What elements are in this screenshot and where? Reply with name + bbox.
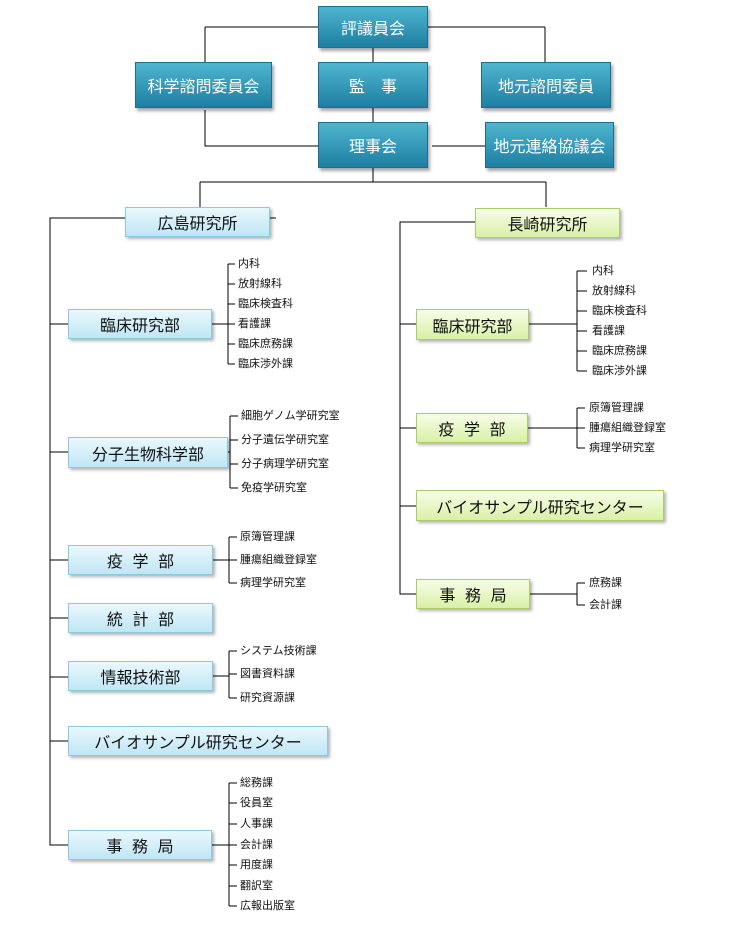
section-bracket bbox=[213, 536, 237, 584]
board-label: 理事会 bbox=[348, 137, 397, 156]
section-bracket bbox=[212, 782, 237, 907]
section-item: 総務課 bbox=[240, 776, 273, 789]
section-item: 臨床渉外課 bbox=[238, 357, 293, 370]
hiroshima-it-box: 情報技術部 bbox=[68, 661, 213, 691]
section-item: 看護課 bbox=[238, 317, 271, 330]
section-item: 免疫学研究室 bbox=[241, 481, 307, 494]
section-item: 臨床検査科 bbox=[592, 304, 647, 317]
section-item: 腫瘍組織登録室 bbox=[589, 421, 666, 434]
auditor-label: 監 事 bbox=[348, 77, 397, 96]
dept-label: 情報技術部 bbox=[100, 668, 181, 687]
governance-connector bbox=[204, 108, 485, 147]
section-item: 会計課 bbox=[240, 838, 273, 851]
nagasaki-admin-box: 事務局 bbox=[416, 579, 530, 609]
hiroshima-molbio-box: 分子生物科学部 bbox=[68, 437, 228, 468]
section-item: 臨床渉外課 bbox=[592, 364, 647, 377]
section-bracket bbox=[530, 582, 585, 606]
local-advisory-label: 地元諮問委員 bbox=[497, 77, 594, 96]
hiroshima-epi-box: 疫学部 bbox=[68, 545, 213, 575]
section-item: 原簿管理課 bbox=[589, 401, 644, 414]
local-liaison-box: 地元連絡協議会 bbox=[485, 122, 614, 168]
section-item: 用度課 bbox=[240, 858, 273, 871]
science-advisory-label: 科学諮問委員会 bbox=[147, 77, 260, 96]
local-liaison-label: 地元連絡協議会 bbox=[493, 137, 606, 156]
dept-label: 統計部 bbox=[106, 610, 184, 629]
nagasaki-branch bbox=[400, 323, 416, 507]
dept-label: 事務局 bbox=[106, 837, 184, 856]
hiroshima-trunk bbox=[49, 217, 276, 846]
dept-label: 臨床研究部 bbox=[99, 316, 180, 335]
section-item: 翻訳室 bbox=[240, 879, 273, 892]
nagasaki-trunk bbox=[399, 221, 475, 595]
section-item: 内科 bbox=[592, 264, 614, 277]
dept-label: 分子生物科学部 bbox=[91, 444, 204, 464]
auditor-box: 監 事 bbox=[318, 62, 428, 108]
section-item: 放射線科 bbox=[238, 277, 282, 290]
hiroshima-admin-box: 事務局 bbox=[68, 830, 212, 860]
section-bracket bbox=[213, 650, 237, 699]
section-item: 臨床庶務課 bbox=[592, 344, 647, 357]
institute-connector bbox=[199, 168, 547, 207]
nagasaki-title: 長崎研究所 bbox=[507, 215, 588, 234]
hiroshima-institute-box: 広島研究所 bbox=[125, 207, 270, 237]
section-bracket bbox=[529, 270, 587, 372]
section-item: 会計課 bbox=[589, 598, 622, 611]
section-item: 放射線科 bbox=[592, 284, 636, 297]
section-item: 腫瘍組織登録室 bbox=[240, 553, 317, 566]
section-item: 病理学研究室 bbox=[589, 441, 655, 454]
dept-label: バイオサンプル研究センター bbox=[436, 497, 644, 517]
section-item: 原簿管理課 bbox=[240, 530, 295, 543]
section-item: 人事課 bbox=[240, 817, 273, 830]
dept-label: 臨床研究部 bbox=[432, 316, 513, 336]
section-item: 役員室 bbox=[240, 796, 273, 809]
section-item: 分子病理学研究室 bbox=[241, 457, 329, 470]
hiroshima-title: 広島研究所 bbox=[157, 214, 238, 233]
section-item: 庶務課 bbox=[589, 576, 622, 589]
section-item: 臨床庶務課 bbox=[238, 337, 293, 350]
nagasaki-institute-box: 長崎研究所 bbox=[475, 208, 620, 238]
hiroshima-biosample-box: バイオサンプル研究センター bbox=[68, 726, 328, 756]
nagasaki-biosample-box: バイオサンプル研究センター bbox=[416, 490, 664, 521]
dept-label: 疫学部 bbox=[106, 552, 184, 571]
council-label: 評議員会 bbox=[340, 19, 405, 38]
section-bracket bbox=[212, 263, 235, 365]
section-item: 病理学研究室 bbox=[240, 576, 306, 589]
section-item: 看護課 bbox=[592, 324, 625, 337]
section-item: 臨床検査科 bbox=[238, 297, 293, 310]
dept-label: 疫学部 bbox=[438, 420, 516, 439]
section-bracket bbox=[228, 415, 238, 489]
section-item: 研究資源課 bbox=[240, 691, 295, 704]
section-item: 内科 bbox=[238, 257, 260, 270]
science-advisory-box: 科学諮問委員会 bbox=[135, 62, 272, 108]
section-item: 分子遺伝学研究室 bbox=[241, 433, 329, 446]
dept-label: バイオサンプル研究センター bbox=[94, 733, 302, 752]
nagasaki-clinical-box: 臨床研究部 bbox=[416, 309, 529, 340]
council-box: 評議員会 bbox=[318, 6, 428, 48]
dept-label: 事務局 bbox=[439, 586, 517, 605]
section-item: 細胞ゲノム学研究室 bbox=[241, 409, 340, 422]
local-advisory-box: 地元諮問委員 bbox=[481, 62, 611, 108]
hiroshima-branch bbox=[50, 323, 68, 742]
nagasaki-epi-box: 疫学部 bbox=[416, 413, 528, 443]
hiroshima-clinical-box: 臨床研究部 bbox=[68, 309, 212, 339]
section-item: 図書資料課 bbox=[240, 667, 295, 680]
hiroshima-stats-box: 統計部 bbox=[68, 603, 213, 633]
section-bracket bbox=[528, 407, 585, 449]
section-item: 広報出版室 bbox=[240, 899, 295, 912]
section-item: システム技術課 bbox=[240, 644, 317, 657]
board-box: 理事会 bbox=[318, 122, 428, 168]
